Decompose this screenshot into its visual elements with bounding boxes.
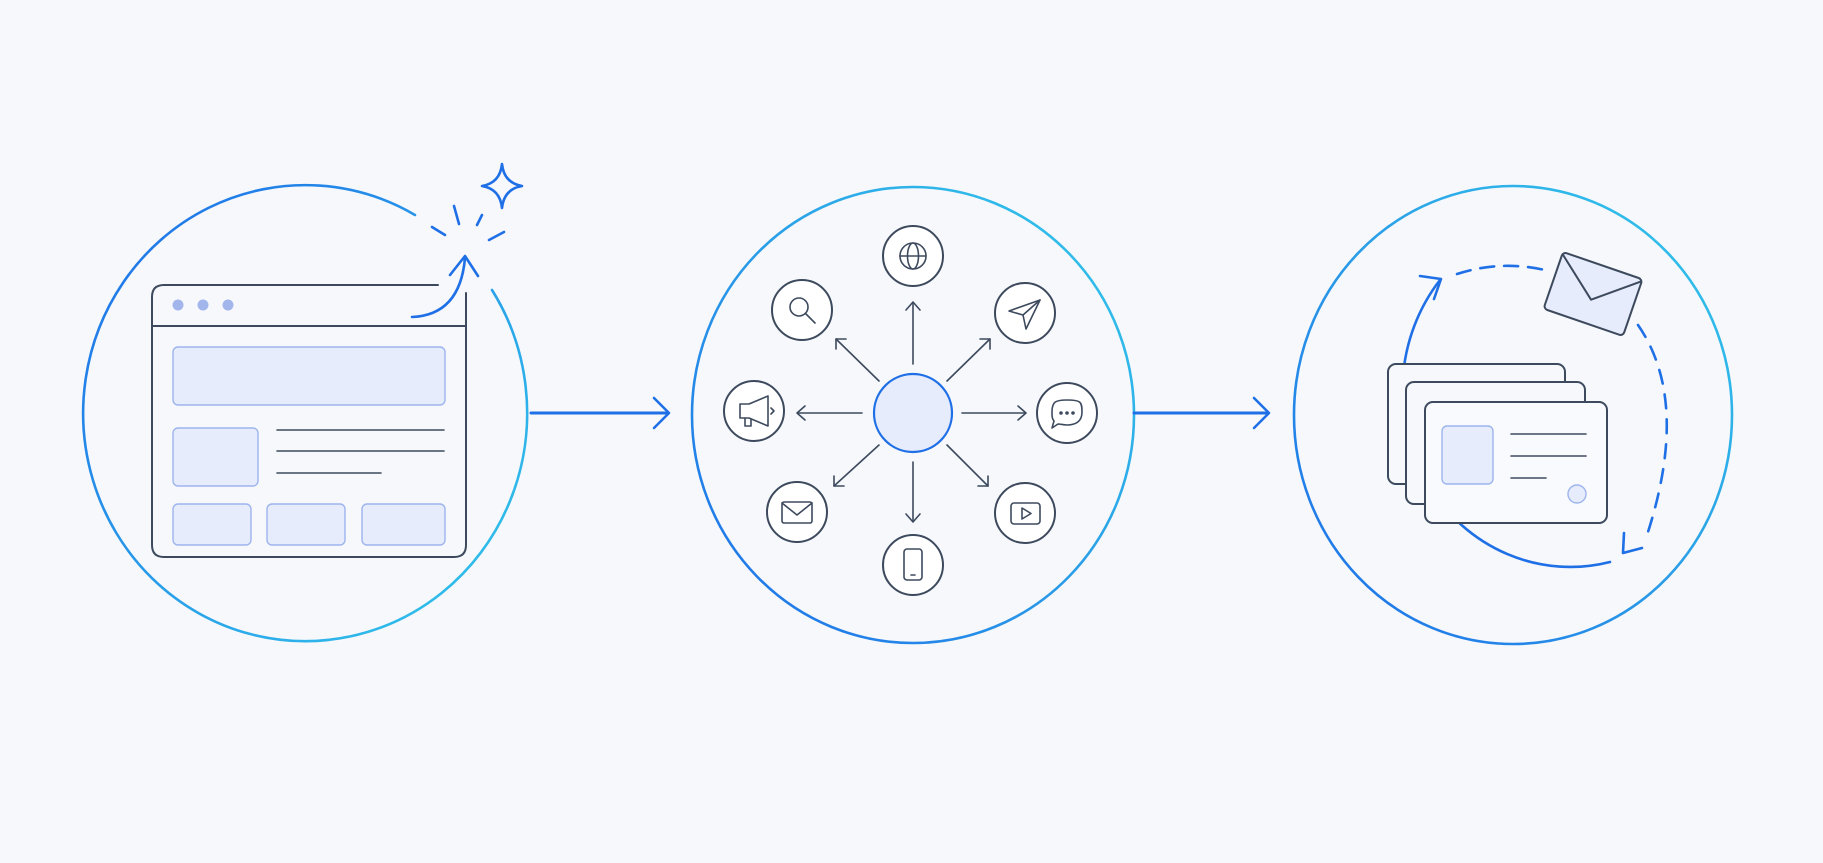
hero-block — [172, 346, 446, 406]
send-icon — [994, 282, 1056, 344]
card-block — [172, 503, 252, 546]
globe-icon — [882, 225, 944, 287]
card-block — [361, 503, 446, 546]
stage-ring — [1292, 184, 1734, 646]
chat-bubble-icon — [1036, 382, 1098, 444]
stage-distribution — [690, 185, 1136, 645]
stage-web-page — [81, 162, 529, 643]
search-icon — [771, 279, 833, 341]
video-play-icon — [994, 482, 1056, 544]
window-dot-icon — [172, 299, 184, 311]
megaphone-icon — [723, 380, 785, 442]
cursor-arrow-icon — [410, 254, 480, 319]
window-dot-icon — [197, 299, 209, 311]
sparkle-icon — [430, 162, 524, 242]
hub-circle-icon — [872, 372, 954, 454]
stage-ring — [81, 183, 529, 643]
card-block — [266, 503, 346, 546]
mobile-phone-icon — [882, 534, 944, 596]
stage-loop — [1292, 184, 1734, 646]
radial-arrows — [796, 301, 1027, 523]
stage-ring — [690, 185, 1136, 645]
envelope-icon — [1543, 252, 1643, 336]
window-dot-icon — [222, 299, 234, 311]
card-badge-icon — [1567, 484, 1587, 504]
mail-icon — [766, 481, 828, 543]
browser-window-icon — [151, 284, 467, 558]
stacked-cards-icon — [1387, 363, 1608, 524]
arrow-right-icon — [529, 396, 671, 430]
card-image-block — [1441, 425, 1494, 485]
arrow-right-icon — [1132, 396, 1271, 430]
image-block — [172, 427, 259, 487]
